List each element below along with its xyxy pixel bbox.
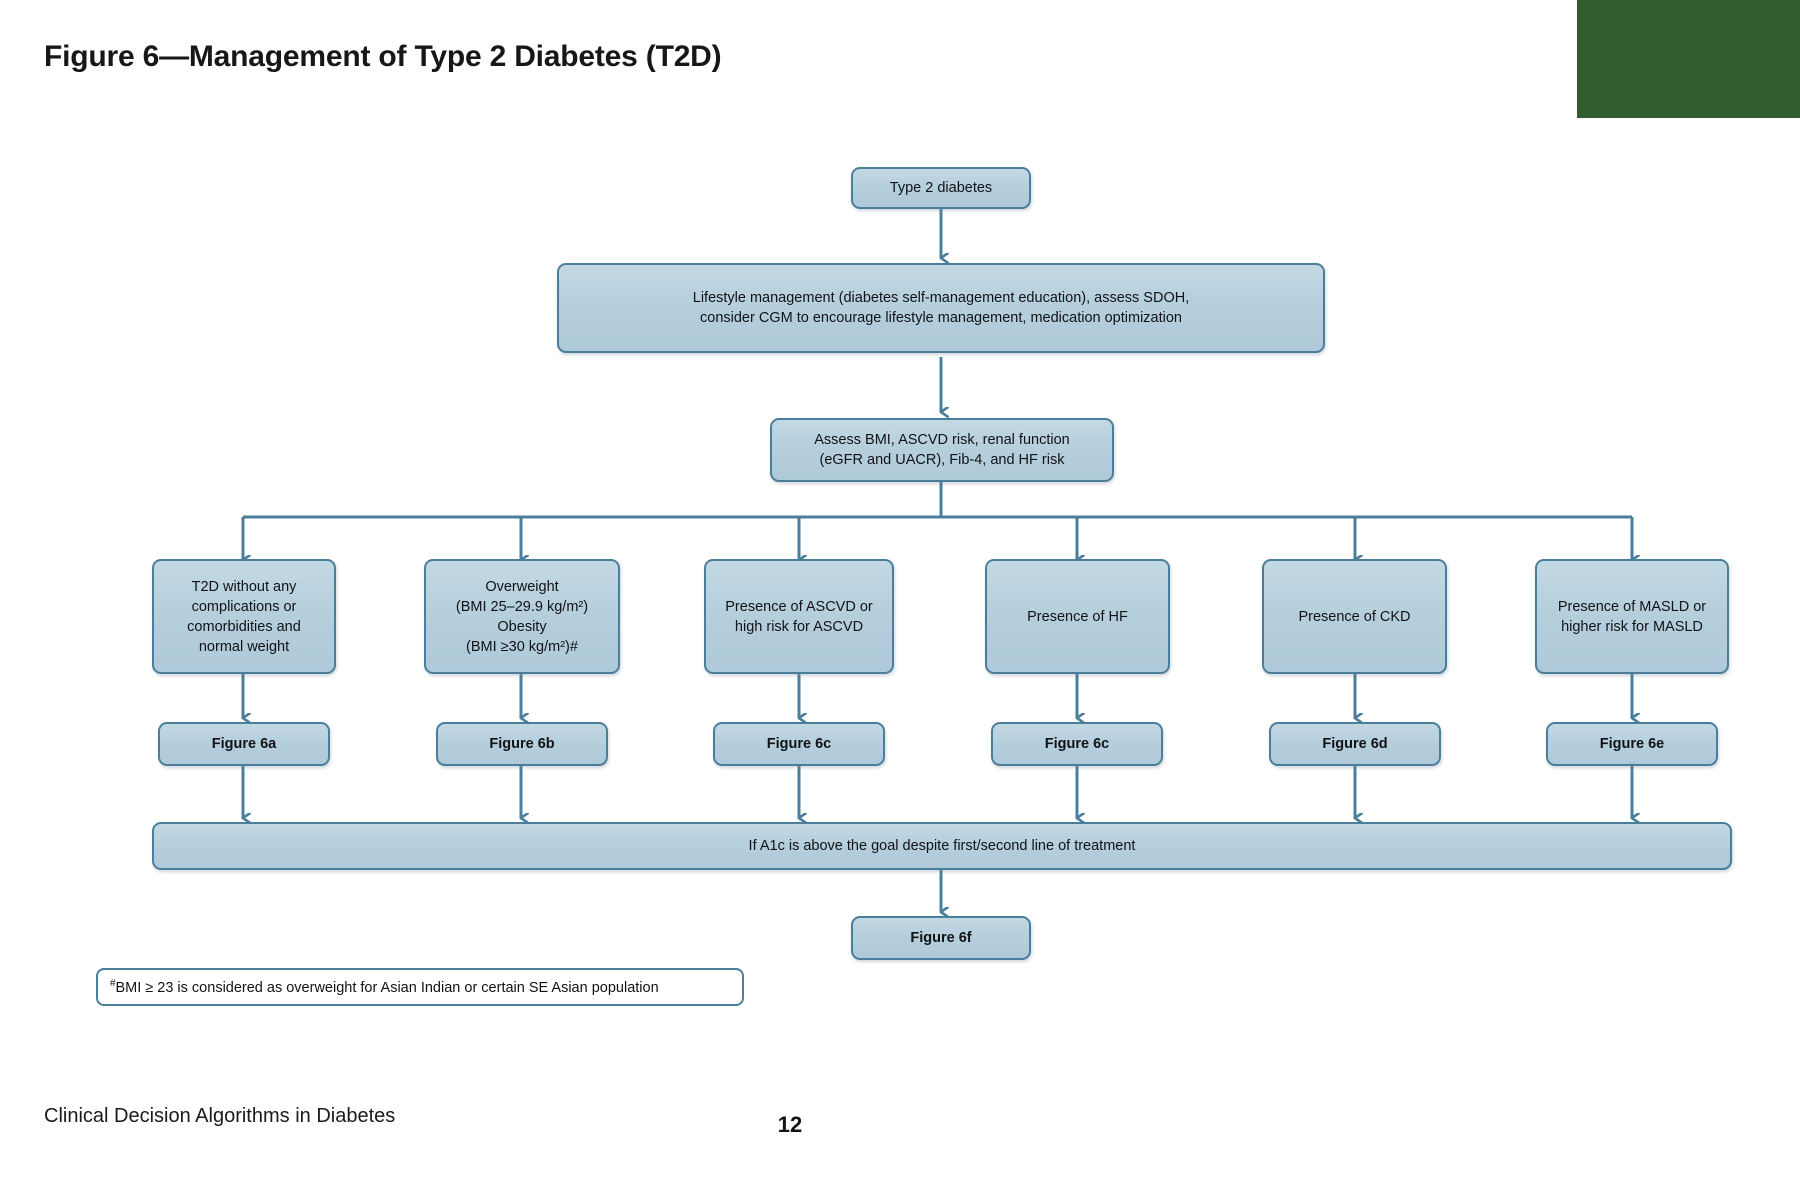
footnote-text: #BMI ≥ 23 is considered as overweight fo…	[110, 977, 734, 998]
node-lifestyle-management[interactable]: Lifestyle management (diabetes self-mana…	[557, 263, 1325, 353]
branch-5-line-1: Presence of CKD	[1298, 608, 1411, 625]
node-assess-line-2: (eGFR and UACR), Fib-4, and HF risk	[819, 452, 1065, 468]
branch-3-line-1: Presence of ASCVD or	[725, 598, 873, 615]
branch-2-line-2: (BMI 25–29.9 kg/m²)	[455, 598, 589, 615]
figure-6a-label: Figure 6a	[211, 736, 277, 752]
node-type-2-diabetes[interactable]: Type 2 diabetes	[851, 167, 1031, 209]
node-branch-ckd[interactable]: Presence of CKD	[1262, 559, 1447, 674]
branch-4-line-1: Presence of HF	[1027, 608, 1128, 625]
node-figure-6d[interactable]: Figure 6d	[1269, 722, 1441, 766]
node-lifestyle-line-2: consider CGM to encourage lifestyle mana…	[700, 310, 1182, 326]
node-a1c-above-goal[interactable]: If A1c is above the goal despite first/s…	[152, 822, 1732, 870]
figure-6e-label: Figure 6e	[1599, 736, 1665, 752]
node-figure-6b[interactable]: Figure 6b	[436, 722, 608, 766]
branch-6-line-2: higher risk for MASLD	[1561, 618, 1703, 635]
branch-2-line-1: Overweight	[485, 578, 559, 595]
node-figure-6f[interactable]: Figure 6f	[851, 916, 1031, 960]
branch-1-line-3: comorbidities and	[187, 618, 301, 635]
page-number: 12	[777, 1112, 803, 1137]
node-branch-ascvd[interactable]: Presence of ASCVD or high risk for ASCVD	[704, 559, 894, 674]
node-figure-6c-ascvd[interactable]: Figure 6c	[713, 722, 885, 766]
figure-6f-label: Figure 6f	[910, 930, 972, 946]
node-assess[interactable]: Assess BMI, ASCVD risk, renal function (…	[770, 418, 1114, 482]
footnote-body: BMI ≥ 23 is considered as overweight for…	[115, 979, 659, 996]
footnote-marker: #	[110, 977, 116, 989]
node-assess-line-1: Assess BMI, ASCVD risk, renal function	[814, 432, 1070, 448]
branch-2-line-3: Obesity	[497, 618, 547, 635]
branch-1-line-4: normal weight	[198, 638, 290, 655]
page-title: Figure 6—Management of Type 2 Diabetes (…	[44, 40, 722, 73]
flowchart: Type 2 diabetes Lifestyle management (di…	[96, 167, 1732, 1006]
figure-6d-label: Figure 6d	[1322, 736, 1388, 752]
footer-label: Clinical Decision Algorithms in Diabetes	[44, 1105, 396, 1127]
node-figure-6a[interactable]: Figure 6a	[158, 722, 330, 766]
figure-6c-ascvd-label: Figure 6c	[766, 736, 832, 752]
node-lifestyle-line-1: Lifestyle management (diabetes self-mana…	[692, 290, 1190, 306]
node-a1c-label: If A1c is above the goal despite first/s…	[748, 838, 1136, 854]
node-branch-no-complications[interactable]: T2D without any complications or comorbi…	[152, 559, 336, 674]
branch-1-line-2: complications or	[191, 598, 297, 615]
branch-2-line-4: (BMI ≥30 kg/m²)#	[466, 638, 578, 655]
figure-6b-label: Figure 6b	[489, 736, 555, 752]
node-figure-6e[interactable]: Figure 6e	[1546, 722, 1718, 766]
figure-6c-hf-label: Figure 6c	[1044, 736, 1110, 752]
node-branch-masld[interactable]: Presence of MASLD or higher risk for MAS…	[1535, 559, 1729, 674]
node-branch-overweight-obesity[interactable]: Overweight (BMI 25–29.9 kg/m²) Obesity (…	[424, 559, 620, 674]
branch-1-line-1: T2D without any	[191, 578, 297, 595]
footnote-box: #BMI ≥ 23 is considered as overweight fo…	[96, 968, 744, 1006]
branch-6-line-1: Presence of MASLD or	[1557, 598, 1707, 615]
node-figure-6c-hf[interactable]: Figure 6c	[991, 722, 1163, 766]
node-branch-hf[interactable]: Presence of HF	[985, 559, 1170, 674]
branch-3-line-2: high risk for ASCVD	[734, 618, 864, 635]
green-accent-block	[1577, 0, 1800, 118]
node-type-2-diabetes-label: Type 2 diabetes	[889, 180, 993, 196]
